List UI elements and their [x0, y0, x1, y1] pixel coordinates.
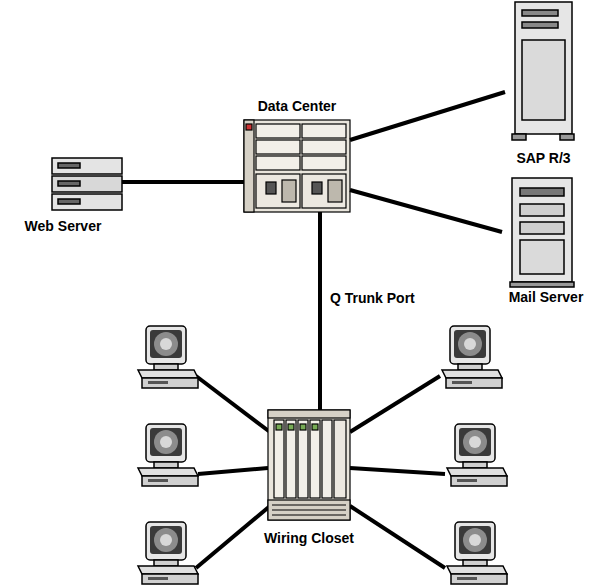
network-link [350, 190, 502, 232]
device-label: SAP R/3 [505, 150, 582, 166]
network-link [320, 212, 321, 410]
mail-server: Mail Server [502, 178, 590, 305]
network-link [350, 92, 505, 140]
sap-server: SAP R/3 [505, 2, 582, 166]
network-link [122, 182, 244, 183]
device-label: Data Center [244, 98, 350, 114]
device-label: Wiring Closet [252, 530, 366, 546]
data-center-switch: Data Center [244, 98, 350, 212]
web-server: Web Server [4, 156, 122, 234]
device-label: Web Server [4, 218, 122, 234]
wiring-closet-switch: Wiring Closet [252, 410, 366, 546]
link-label: Q Trunk Port [328, 290, 417, 306]
device-label: Mail Server [502, 289, 590, 305]
